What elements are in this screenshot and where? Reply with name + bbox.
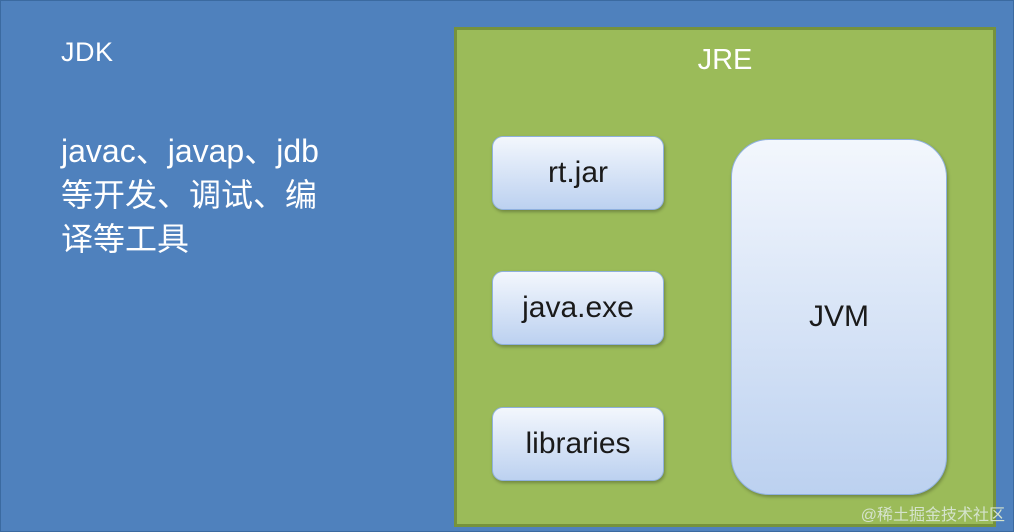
watermark: @稀土掘金技术社区: [860, 507, 1005, 524]
java-exe-box: java.exe: [492, 271, 664, 345]
jdk-title: JDK: [61, 37, 114, 67]
libraries-box: libraries: [492, 407, 664, 481]
rt-jar-box: rt.jar: [492, 136, 664, 210]
jvm-box: JVM: [731, 139, 947, 495]
jdk-description: javac、javap、jdb 等开发、调试、编 译等工具: [61, 133, 319, 257]
jre-title: JRE: [697, 44, 753, 76]
jre-container: JRE rt.jar java.exe libraries JVM: [454, 27, 996, 527]
